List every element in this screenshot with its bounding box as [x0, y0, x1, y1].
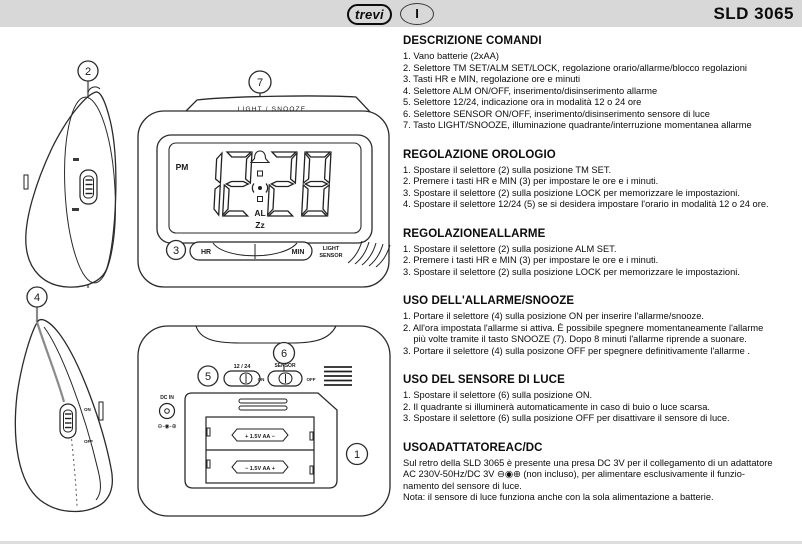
instruction-line: 3. Spostare il selettore (2) sulla posiz… [403, 187, 740, 198]
alarm-indicator: AL [254, 208, 265, 218]
callout-4 [26, 286, 48, 308]
callout-1 [345, 442, 369, 466]
instruction-line: 3. Spostare il selettore (6) sulla posiz… [403, 413, 730, 423]
side-view-top: 2 [23, 60, 117, 288]
hr-min-rocker [189, 241, 313, 261]
instruction-line: 2. Il quadrante si illuminerà automatica… [403, 401, 710, 412]
light-sensor-label-2: SENSOR [319, 253, 342, 259]
instruction-line: 7. Tasto LIGHT/SNOOZE, illuminazione qua… [403, 120, 752, 130]
instruction-line: 1. Vano batterie (2xAA) [403, 51, 499, 61]
light-sensor-hatch [347, 240, 391, 268]
instruction-line: 2. Premere i tasti HR e MIN (3) per impo… [403, 255, 659, 265]
callout-3 [165, 239, 187, 261]
callout-5 [197, 365, 219, 387]
section-title: DESCRIZIONE COMANDI [403, 35, 542, 47]
mode-slider-switch [79, 169, 98, 205]
language-badge: I [400, 3, 434, 25]
callout-3-number: 3 [173, 245, 179, 257]
polarity-symbol: ⊖-◉-⊕ [157, 424, 176, 430]
speaker-slots [324, 366, 352, 386]
instruction-line: Sul retro della SLD 3065 è presente una … [403, 457, 773, 468]
instruction-line: più volte tramite il tasto SNOOZE (7). D… [403, 334, 747, 344]
callout-6-number: 6 [281, 348, 287, 360]
instruction-line: 1. Spostare il selettore (2) sulla posiz… [403, 164, 612, 175]
callout-5-number: 5 [205, 371, 211, 383]
section: REGOLAZIONEALLARME 1. Spostare il seletto… [403, 228, 797, 279]
light-snooze-label: LIGHT / SNOOZE [238, 106, 307, 113]
mode-1224-label: 12 / 24 [234, 364, 252, 370]
lcd-square-icon [257, 170, 263, 177]
battery-cell-bottom [231, 460, 289, 474]
instruction-line: 4. Selettore ALM ON/OFF, inserimento/dis… [403, 85, 658, 96]
instruction-line: 6. Selettore SENSOR ON/OFF, inserimento/… [403, 108, 710, 119]
callout-6 [272, 341, 296, 365]
section-title: REGOLAZIONEALLARME [403, 227, 546, 240]
battery-cell-top [231, 428, 289, 442]
front-view: LIGHT / SNOOZE PM AL Zz HR MIN 3 LIGHT S… [137, 70, 391, 288]
section-title: USO DELL'ALLARME/SNOOZE [403, 295, 575, 307]
sensor-off-label: OFF [307, 377, 316, 382]
page-bottom-rule [0, 541, 802, 544]
section-title: USO DEL SENSORE DI LUCE [403, 374, 565, 386]
sensor-switch-label: SENSOR [274, 363, 296, 369]
instruction-line: 3. Portare il selettore (4) sulla posizo… [403, 345, 750, 356]
snooze-indicator: Zz [255, 220, 264, 230]
instruction-line: 2. Selettore TM SET/ALM SET/LOCK, regola… [403, 62, 747, 73]
section: USO DELL'ALLARME/SNOOZE 1. Portare il sel… [403, 295, 797, 357]
model-number: SLD 3065 [713, 4, 794, 23]
section: DESCRIZIONE COMANDI 1. Vano batterie (2xA… [403, 35, 797, 132]
min-button-label: MIN [292, 249, 305, 256]
dc-in-jack [158, 402, 176, 420]
battery-top-label: + 1.5V AA − [245, 434, 275, 440]
alarm-on-label: ON [84, 407, 91, 412]
product-diagram: 2 LIGHT / SNOOZE PM AL Zz HR MIN 3 LIGHT… [14, 60, 391, 517]
alarm-bell-icon [249, 150, 271, 164]
section-title: USOADATTATOREAC/DC [403, 441, 543, 454]
instruction-line: 3. Spostare il selettore (2) sulla posiz… [403, 266, 740, 277]
instruction-line: 1. Spostare il selettore (2) sulla posiz… [403, 243, 617, 254]
callout-4-number: 4 [34, 292, 40, 304]
instruction-line: 2. Premere i tasti HR e MIN (3) per impo… [403, 176, 659, 186]
instruction-line: 4. Spostare il selettore 12/24 (5) se si… [403, 199, 769, 209]
instruction-line: 5. Selettore 12/24, indicazione ora in m… [403, 97, 642, 107]
light-sensor-label-1: LIGHT [323, 246, 340, 252]
sensor-on-label: ON [258, 377, 265, 382]
instruction-line: 2. All'ora impostata l'allarme si attiva… [403, 322, 764, 333]
instruction-line: namento del sensore di luce. [403, 480, 522, 491]
callout-2-number: 2 [85, 66, 91, 78]
side-view-bottom: ON OFF 4 [14, 286, 113, 513]
callout-7 [248, 70, 272, 94]
page-header: trevi I SLD 3065 [0, 0, 802, 27]
instruction-line: AC 230V-50Hz/DC 3V ⊖◉⊕ (non incluso), pe… [403, 469, 745, 479]
section: REGOLAZIONE OROLOGIO 1. Spostare il selet… [403, 149, 797, 211]
trevi-logo: trevi [347, 4, 392, 25]
alarm-wave-icon [251, 183, 269, 193]
mode-1224-switch [223, 370, 261, 387]
hr-button-label: HR [201, 249, 211, 256]
pm-indicator: PM [176, 162, 189, 172]
lcd-square-icon [257, 196, 263, 202]
alarm-onoff-switch [59, 403, 77, 439]
section-title: REGOLAZIONE OROLOGIO [403, 148, 556, 161]
instruction-line: 3. Tasti HR e MIN, regolazione ore e min… [403, 74, 581, 84]
instruction-line: 1. Portare il selettore (4) sulla posizi… [403, 311, 704, 321]
callout-7-number: 7 [257, 77, 263, 89]
dc-in-label: DC IN [160, 395, 174, 401]
instructions-column: DESCRIZIONE COMANDI 1. Vano batterie (2xA… [403, 35, 797, 504]
lcd-time-digits [213, 151, 332, 217]
section: USOADATTATOREAC/DC Sul retro della SLD 30… [403, 442, 797, 504]
back-view: 12 / 24 SENSOR ON OFF DC IN ⊖-◉-⊕ [137, 325, 391, 517]
callout-1-number: 1 [354, 449, 360, 461]
battery-bottom-label: − 1.5V AA + [245, 466, 275, 472]
instruction-line: Nota: il sensore di luce funziona anche … [403, 492, 714, 502]
alarm-off-label: OFF [84, 439, 93, 444]
callout-2 [77, 60, 99, 82]
section: USO DEL SENSORE DI LUCE 1. Spostare il se… [403, 374, 797, 425]
instruction-line: 1. Spostare il selettore (6) sulla posiz… [403, 390, 593, 400]
